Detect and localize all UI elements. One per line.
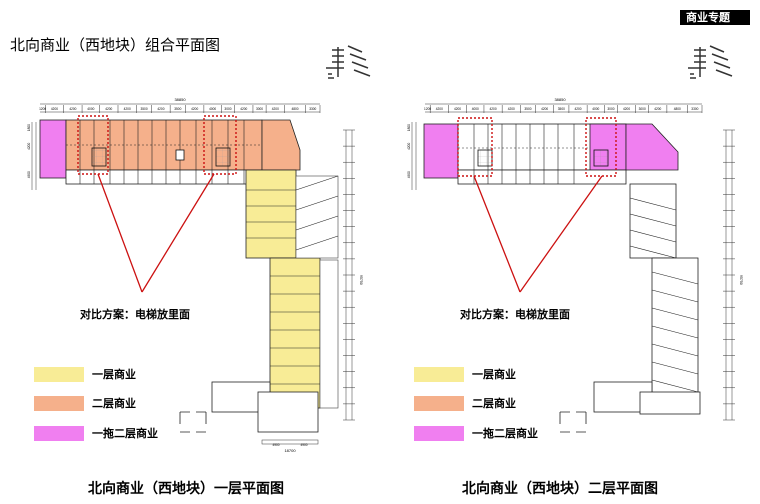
bottom-total-dimension: 18700 [284, 448, 296, 453]
top-total-dimension: 38850 [174, 97, 186, 102]
dimension-label: 4200 [51, 107, 58, 111]
top-total-dimension: 38850 [554, 97, 566, 102]
top-dimension-chain [40, 103, 320, 113]
dimension-label: 4200 [240, 107, 247, 111]
dimension-label: 3500 [174, 107, 181, 111]
second-floor-zone [261, 119, 301, 171]
duplex-zone [423, 123, 459, 179]
dimension-label: 3000 [256, 107, 263, 111]
dimension-label: 1200 [39, 107, 46, 111]
dimension-label: 4200 [436, 107, 443, 111]
first-floor-zone [269, 257, 321, 409]
legend-swatch [34, 426, 84, 441]
duplex-zone [625, 123, 679, 171]
section-tag: 商业专题 [680, 10, 750, 25]
dimension-label: 4200 [574, 107, 581, 111]
dimension-label: 4200 [69, 107, 76, 111]
legend-label: 一层商业 [92, 368, 136, 381]
dimension-label: 4200 [157, 107, 164, 111]
dimension-label: 4200 [124, 107, 131, 111]
dimension-label: 4000 [472, 107, 479, 111]
elevator-callout [457, 117, 493, 177]
dimension-label: 3000 [607, 107, 614, 111]
legend-swatch [414, 367, 464, 382]
north-arrow-icon [688, 45, 733, 79]
legend-swatch [34, 367, 84, 382]
legend-label: 一层商业 [472, 368, 516, 381]
dimension-label: 4000 [87, 107, 94, 111]
elevator-callout [203, 115, 237, 175]
dimension-label: 4200 [407, 143, 411, 150]
dimension-label: 1200 [424, 107, 431, 111]
dimension-label: 3500 [524, 107, 531, 111]
comparison-note: 对比方案：电梯放里面 [460, 308, 570, 321]
dimension-label: 4900 [27, 171, 31, 178]
dimension-label: 4200 [490, 107, 497, 111]
plan-caption: 北向商业（西地块）二层平面图 [462, 481, 658, 497]
plan-1f: 38850 1200 4200 4200 4000 4200 4200 3500 4200 35… [27, 97, 363, 453]
dimension-label: 3300 [309, 107, 316, 111]
dimension-label: 4200 [623, 107, 630, 111]
page-title: 北向商业（西地块）组合平面图 [10, 36, 221, 54]
dimension-label: 1800 [407, 124, 411, 131]
dimension-label: 4000 [209, 107, 216, 111]
duplex-zone [39, 119, 67, 179]
dimension-label: 4200 [27, 143, 31, 150]
dimension-label: 4200 [105, 107, 112, 111]
right-total-dimension: 95750 [359, 275, 363, 285]
dimension-label: 4000 [592, 107, 599, 111]
dimension-label: 4800 [291, 107, 298, 111]
dimension-label: 3300 [691, 107, 698, 111]
dimension-label: 4200 [191, 107, 198, 111]
legend-swatch [34, 396, 84, 411]
legend-swatch [414, 396, 464, 411]
legend-swatch [414, 426, 464, 441]
dimension-label: 4200 [454, 107, 461, 111]
dimension-label: 4900 [300, 443, 307, 447]
dimension-label: 4200 [654, 107, 661, 111]
dimension-label: 4200 [541, 107, 548, 111]
dimension-label: 3500 [141, 107, 148, 111]
dimension-label: 4200 [508, 107, 515, 111]
dimension-label: 3000 [639, 107, 646, 111]
dimension-label: 3500 [558, 107, 565, 111]
first-floor-zone [245, 169, 297, 259]
legend-label: 一拖二层商业 [472, 427, 538, 440]
dimension-label: 4200 [272, 107, 279, 111]
plan-caption: 北向商业（西地块）一层平面图 [88, 481, 284, 497]
dimension-label: 4900 [407, 171, 411, 178]
dimension-label: 4900 [272, 443, 279, 447]
right-total-dimension: 95750 [739, 275, 743, 285]
north-arrow-icon [326, 45, 371, 79]
legend-label: 一拖二层商业 [92, 427, 158, 440]
legend-label: 二层商业 [92, 397, 136, 410]
legend-label: 二层商业 [472, 397, 516, 410]
comparison-note: 对比方案：电梯放里面 [80, 308, 190, 321]
dimension-label: 3000 [224, 107, 231, 111]
dimension-label: 4800 [674, 107, 681, 111]
dimension-label: 1800 [27, 124, 31, 131]
plan-2f: 38850 1200 4200 4200 4000 4200 4200 3500 4200 35… [407, 97, 743, 433]
